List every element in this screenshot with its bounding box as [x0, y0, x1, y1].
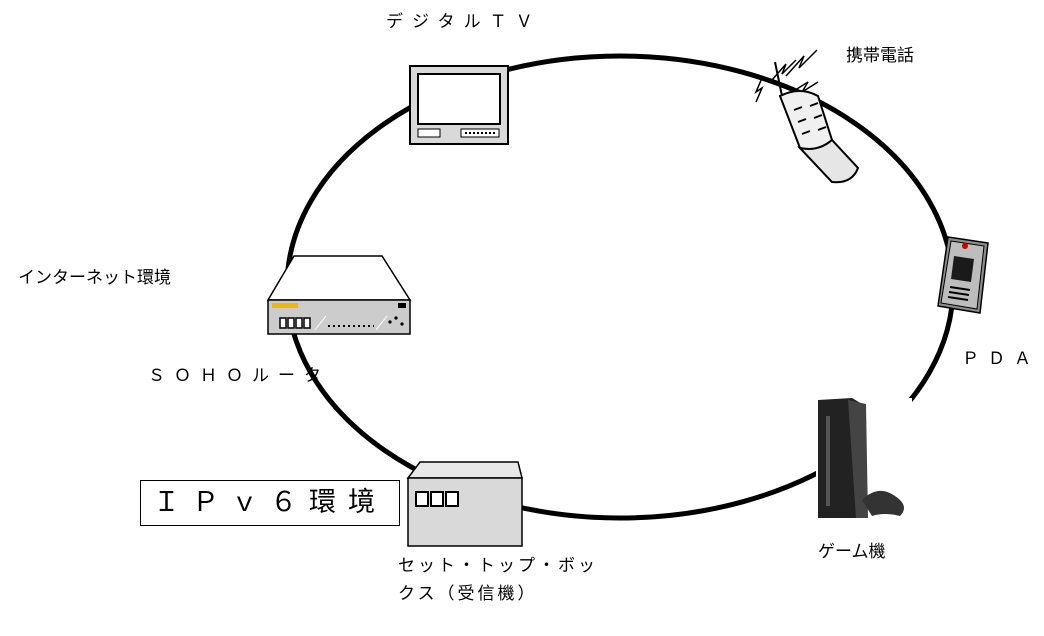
soho-router-label: ＳＯＨＯルータ: [148, 366, 330, 386]
internet-label: インターネット環境: [18, 268, 171, 288]
digital-tv-label: デジタルＴＶ: [386, 12, 542, 32]
soho-router-icon: [266, 255, 412, 335]
ipv6-environment-box: ＩＰｖ６環境: [140, 480, 400, 527]
game-console-label: ゲーム機: [818, 542, 886, 562]
set-top-box-icon: [406, 461, 523, 547]
digital-tv-icon: [409, 65, 509, 145]
game-console-icon: [816, 398, 912, 518]
pda-label: ＰＤＡ: [962, 349, 1040, 369]
mobile-phone-icon: [754, 49, 860, 184]
set-top-box-label: セット・トップ・ボックス（受信機）: [398, 556, 598, 604]
pda-icon: [937, 236, 989, 314]
mobile-phone-label: 携帯電話: [846, 46, 914, 66]
